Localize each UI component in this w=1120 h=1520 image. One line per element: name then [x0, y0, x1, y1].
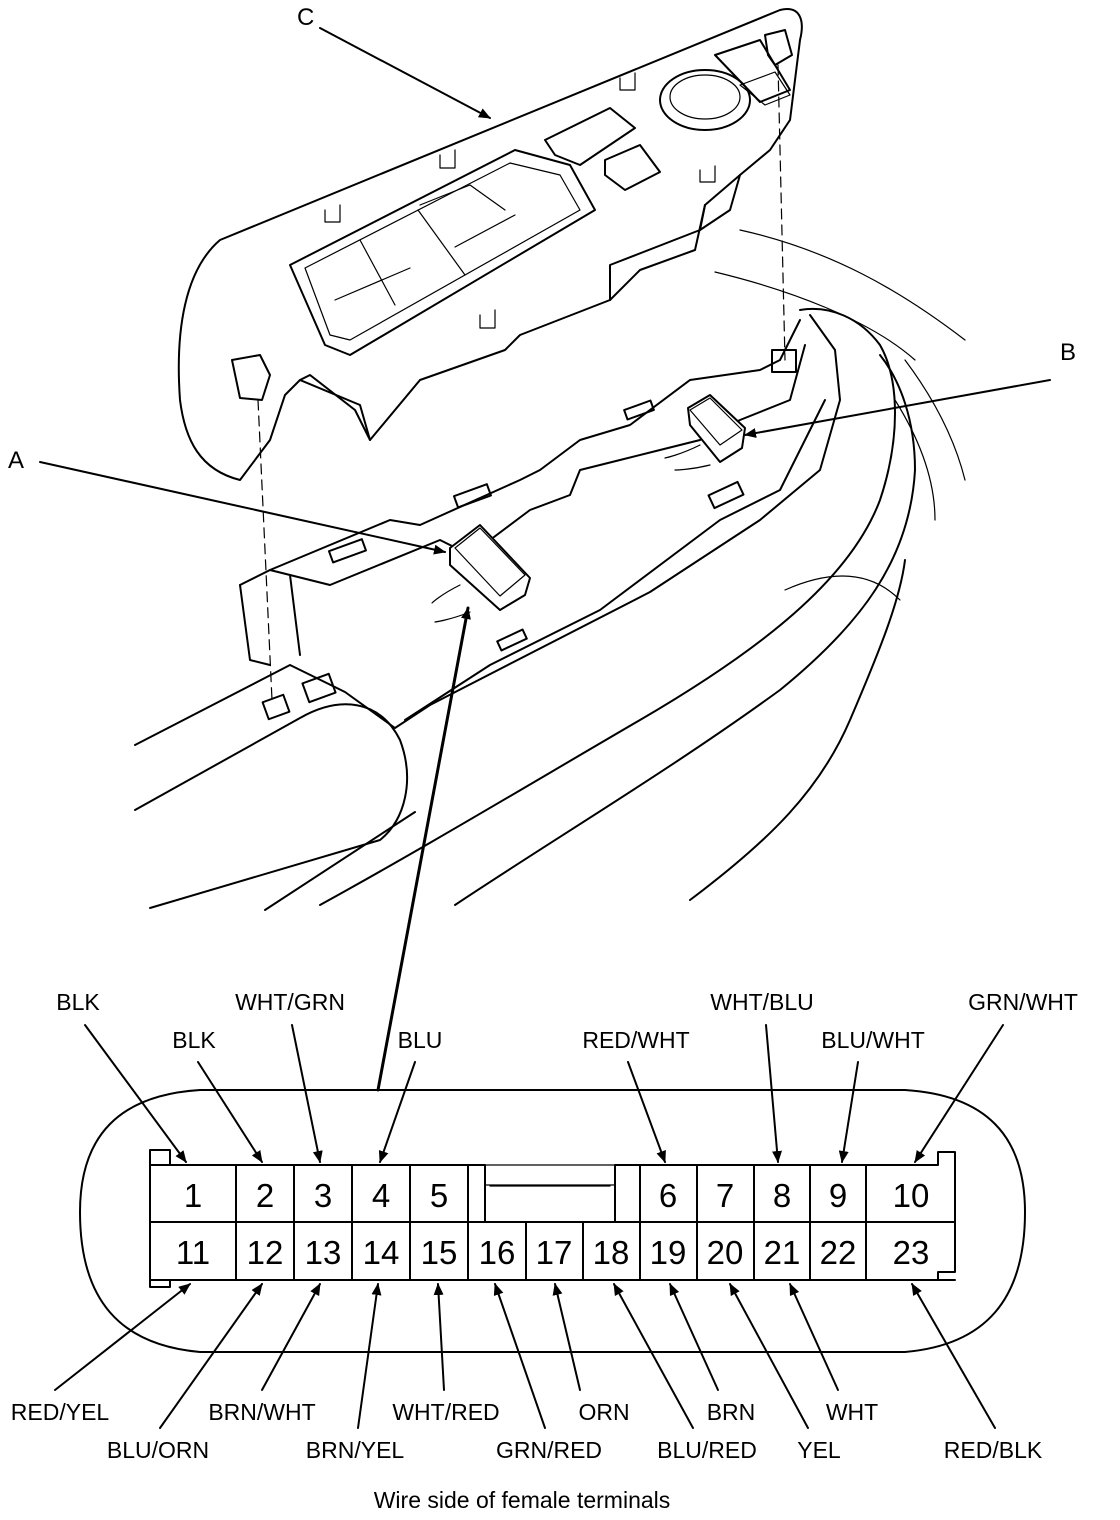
wire-label-pin18: BLU/RED [657, 1437, 757, 1463]
pin-11: 11 [176, 1234, 210, 1271]
wire-label-pin11: RED/YEL [11, 1399, 110, 1425]
wire-label-pin4: BLU [398, 1027, 443, 1053]
pin-18: 18 [593, 1234, 630, 1271]
wire-label-pin12: BLU/ORN [107, 1437, 209, 1463]
door-armrest-illustration [134, 8, 966, 911]
wire-label-pin15: WHT/RED [392, 1399, 499, 1425]
pin-22: 22 [820, 1234, 857, 1271]
pin-3: 3 [314, 1177, 332, 1214]
bottom-row-pins: 11 12 13 14 15 16 17 18 19 20 21 22 23 [176, 1234, 929, 1271]
wire-label-pin13: BRN/WHT [208, 1399, 315, 1425]
callout-a: A [8, 447, 24, 474]
callout-leaders [39, 27, 1051, 1092]
callout-c: C [297, 4, 314, 31]
callout-b: B [1060, 339, 1076, 366]
wire-label-pin16: GRN/RED [496, 1437, 602, 1463]
pin-16: 16 [479, 1234, 516, 1271]
pin-15: 15 [421, 1234, 458, 1271]
wire-label-pin20: YEL [797, 1437, 841, 1463]
wire-label-pin8: WHT/BLU [710, 989, 814, 1015]
wire-label-pin6: RED/WHT [582, 1027, 689, 1053]
wire-label-pin23: RED/BLK [944, 1437, 1043, 1463]
pin-7: 7 [716, 1177, 734, 1214]
pin-8: 8 [773, 1177, 791, 1214]
pin-1: 1 [184, 1177, 202, 1214]
pin-14: 14 [363, 1234, 400, 1271]
top-row-pins: 1 2 3 4 5 6 7 8 9 10 [184, 1177, 930, 1214]
pin-6: 6 [659, 1177, 677, 1214]
wire-label-pin9: BLU/WHT [821, 1027, 925, 1053]
pin-20: 20 [707, 1234, 744, 1271]
top-wire-labels: BLK BLK WHT/GRN BLU RED/WHT WHT/BLU BLU/… [56, 989, 1078, 1053]
wire-leader-lines [54, 1024, 1004, 1429]
wire-label-pin10: GRN/WHT [968, 989, 1078, 1015]
bottom-wire-labels: RED/YEL BLU/ORN BRN/WHT BRN/YEL WHT/RED … [11, 1399, 1043, 1463]
pin-13: 13 [305, 1234, 342, 1271]
wire-label-pin14: BRN/YEL [306, 1437, 405, 1463]
pin-12: 12 [247, 1234, 284, 1271]
pin-5: 5 [430, 1177, 448, 1214]
connector-face [79, 1089, 1026, 1353]
wire-label-pin19: BRN [707, 1399, 756, 1425]
pin-2: 2 [256, 1177, 274, 1214]
wire-label-pin1: BLK [56, 989, 100, 1015]
wire-label-pin3: WHT/GRN [235, 989, 345, 1015]
pin-23: 23 [893, 1234, 930, 1271]
pin-9: 9 [829, 1177, 847, 1214]
caption: Wire side of female terminals [374, 1487, 671, 1513]
pin-4: 4 [372, 1177, 390, 1214]
pin-17: 17 [536, 1234, 573, 1271]
wire-label-pin17: ORN [578, 1399, 629, 1425]
wire-label-pin2: BLK [172, 1027, 216, 1053]
wire-label-pin21: WHT [826, 1399, 878, 1425]
pin-19: 19 [650, 1234, 687, 1271]
pin-10: 10 [893, 1177, 930, 1214]
pin-21: 21 [764, 1234, 801, 1271]
